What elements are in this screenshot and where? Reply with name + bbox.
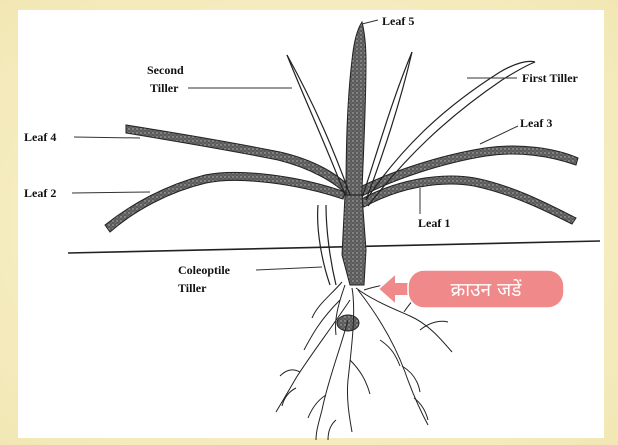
seed bbox=[337, 315, 359, 331]
label-second-tiller-line2: Tiller bbox=[150, 81, 179, 95]
label-second-tiller-line1: Second bbox=[147, 63, 184, 77]
label-leaf-1: Leaf 1 bbox=[418, 216, 450, 230]
label-leaf-4: Leaf 4 bbox=[24, 130, 56, 144]
stem bbox=[342, 195, 366, 285]
label-leaf-2: Leaf 2 bbox=[24, 186, 56, 200]
label-coleoptile-tiller-line2: Tiller bbox=[178, 281, 207, 295]
label-first-tiller: First Tiller bbox=[522, 71, 579, 85]
leaf-1 bbox=[360, 176, 576, 224]
label-leaf-3: Leaf 3 bbox=[520, 116, 552, 130]
crown-roots-callout: क्राउन जडें bbox=[378, 270, 564, 308]
soil-line bbox=[68, 241, 600, 253]
callout-arrow bbox=[378, 273, 412, 305]
callout-label: क्राउन जडें bbox=[451, 278, 523, 301]
coleoptile-tiller-shoot bbox=[318, 205, 336, 285]
label-leaf-5: Leaf 5 bbox=[382, 14, 414, 28]
label-coleoptile-tiller-line1: Coleoptile bbox=[178, 263, 231, 277]
leaf-2 bbox=[105, 172, 345, 232]
leader-lines bbox=[72, 20, 518, 270]
